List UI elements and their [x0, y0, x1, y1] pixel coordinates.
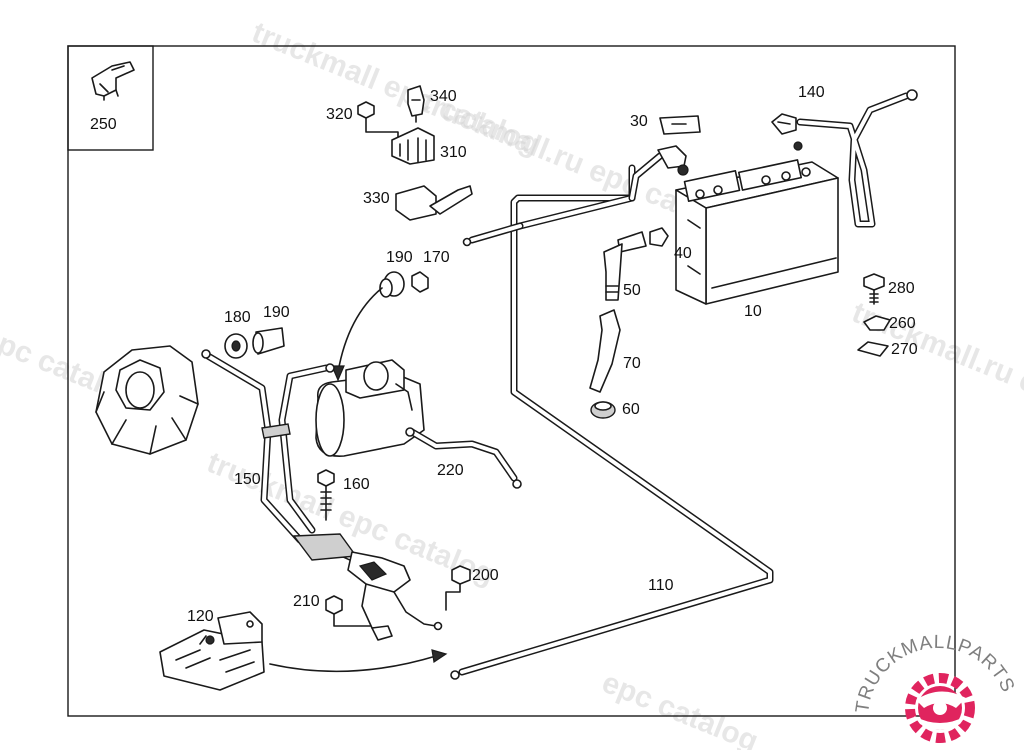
label-320: 320: [326, 106, 353, 123]
label-190-left: 190: [263, 304, 290, 321]
vent-parts: [589, 227, 669, 419]
label-330: 330: [363, 190, 390, 207]
label-220: 220: [437, 462, 464, 479]
arrow-to-starter: [337, 287, 383, 373]
starter-motor: [315, 359, 425, 457]
relay-block-120: [159, 611, 265, 691]
cable-140: [771, 89, 918, 228]
label-280: 280: [888, 280, 915, 297]
cable-220: [405, 427, 522, 489]
label-30: 30: [630, 113, 648, 130]
label-140: 140: [798, 84, 825, 101]
bolt-160: [317, 469, 335, 521]
label-60: 60: [622, 401, 640, 418]
label-110: 110: [648, 577, 674, 594]
cable-150: [201, 349, 443, 641]
diagram-frame: [67, 45, 956, 717]
logo: TRUCKMALLPARTS: [852, 632, 1018, 743]
label-190-top: 190: [386, 249, 413, 266]
label-40: 40: [674, 245, 692, 262]
gear-icon: [905, 673, 975, 743]
fasteners-right: [857, 273, 891, 357]
label-10: 10: [744, 303, 762, 320]
cable-110: [450, 164, 774, 680]
inset-label: 250: [90, 116, 117, 133]
part-labels: 10 30 40 50 60 70 110 120 140 150 160 17…: [187, 84, 918, 625]
terminal-cover-30: [659, 115, 701, 135]
inset-box: 250: [67, 45, 154, 151]
battery: [675, 141, 839, 305]
label-150: 150: [234, 471, 261, 488]
label-340: 340: [430, 88, 457, 105]
label-260: 260: [889, 315, 916, 332]
alternator: [95, 345, 199, 455]
label-70: 70: [623, 355, 641, 372]
label-210: 210: [293, 593, 320, 610]
nuts-200-210: [325, 565, 471, 627]
label-180: 180: [224, 309, 251, 326]
label-200: 200: [472, 567, 499, 584]
label-120: 120: [187, 608, 214, 625]
label-50: 50: [623, 282, 641, 299]
grommets: [224, 271, 429, 359]
label-310: 310: [440, 144, 467, 161]
arrow-head-cable: [431, 649, 448, 664]
cable-30-positive: [462, 145, 687, 247]
fuse-parts: [357, 85, 473, 221]
watermark-text-lower: epc catalog: [597, 666, 762, 750]
label-170: 170: [423, 249, 450, 266]
arrow-to-cable: [269, 655, 437, 673]
arrow-head-starter: [331, 365, 345, 382]
label-160: 160: [343, 476, 370, 493]
label-270: 270: [891, 341, 918, 358]
